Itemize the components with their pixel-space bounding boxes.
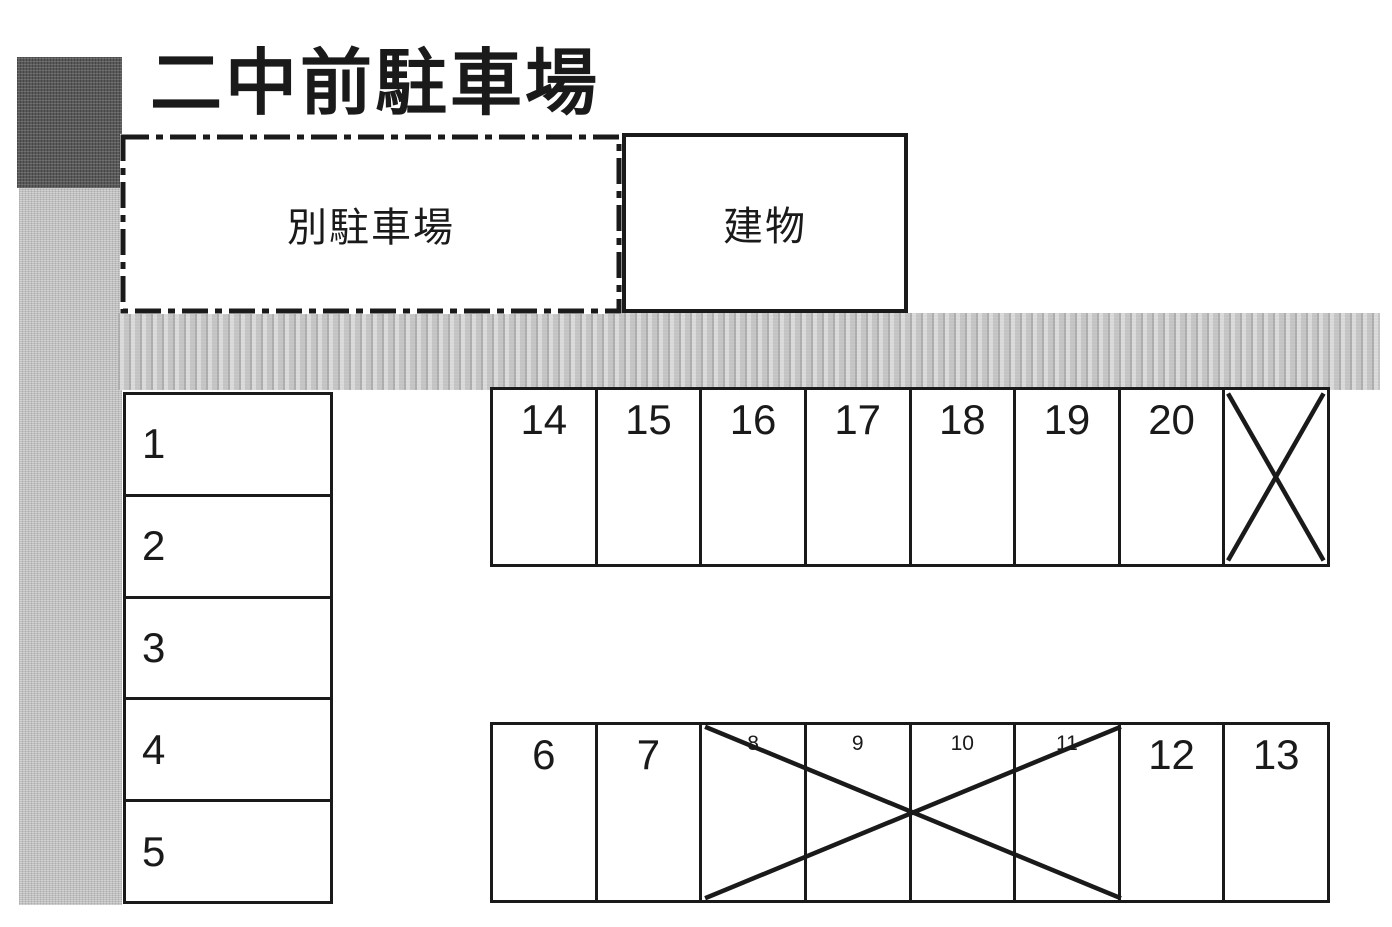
parking-space-6: 6 — [493, 725, 595, 900]
parking-space-9: 9 — [803, 725, 909, 900]
separate-lot-label: 別駐車場 — [287, 206, 455, 250]
parking-space-13: 13 — [1222, 725, 1327, 900]
cross-out-mark — [1226, 392, 1326, 562]
parking-space-11: 11 — [1013, 725, 1118, 900]
parking-space-8: 8 — [699, 725, 804, 900]
space-number: 3 — [142, 623, 166, 671]
space-number: 6 — [532, 731, 556, 778]
parking-space-4: 4 — [126, 697, 330, 799]
space-number: 14 — [520, 396, 568, 443]
space-number: 16 — [729, 396, 777, 443]
space-number: 18 — [938, 396, 986, 443]
dark-gray-block — [17, 57, 122, 188]
horizontal-road-strip — [118, 313, 1380, 390]
parking-space-10: 10 — [908, 725, 1014, 900]
space-number: 11 — [1056, 732, 1078, 755]
parking-space-15: 15 — [594, 390, 700, 564]
left-parking-column: 1 2 3 4 5 — [123, 392, 333, 904]
parking-space-unnumbered-crossed — [1222, 390, 1327, 564]
dash-dot-border — [120, 134, 622, 314]
space-number: 20 — [1148, 396, 1195, 443]
space-number: 8 — [747, 732, 759, 755]
page-title: 二中前駐車場 — [150, 44, 601, 124]
parking-space-20: 20 — [1117, 390, 1223, 564]
space-number: 5 — [142, 827, 166, 875]
space-number: 7 — [636, 731, 661, 778]
space-number: 19 — [1043, 396, 1091, 443]
parking-space-18: 18 — [908, 390, 1014, 564]
bottom-parking-row: 6 7 8 9 10 11 12 13 — [490, 722, 1330, 903]
parking-space-12: 12 — [1117, 725, 1223, 900]
space-number: 9 — [851, 732, 864, 755]
parking-space-5: 5 — [126, 799, 330, 901]
parking-space-2: 2 — [126, 493, 330, 596]
parking-space-7: 7 — [594, 725, 700, 900]
parking-space-17: 17 — [803, 390, 909, 564]
parking-space-1: 1 — [126, 395, 330, 494]
top-parking-row: 14 15 16 17 18 19 20 — [490, 387, 1330, 567]
space-number: 10 — [950, 732, 974, 755]
space-number: 17 — [834, 396, 882, 443]
separate-lot-box: 別駐車場 — [120, 134, 622, 314]
space-number: 12 — [1148, 731, 1195, 778]
building-box: 建物 — [622, 133, 908, 313]
space-number: 13 — [1252, 731, 1300, 778]
space-number: 4 — [142, 725, 166, 773]
parking-space-16: 16 — [699, 390, 804, 564]
building-label: 建物 — [723, 205, 807, 249]
parking-space-14: 14 — [493, 390, 595, 564]
parking-space-19: 19 — [1013, 390, 1118, 564]
left-road-strip — [19, 188, 122, 905]
space-number: 1 — [142, 420, 166, 468]
space-number: 2 — [142, 522, 166, 570]
parking-space-3: 3 — [126, 595, 330, 698]
space-number: 15 — [625, 396, 672, 443]
